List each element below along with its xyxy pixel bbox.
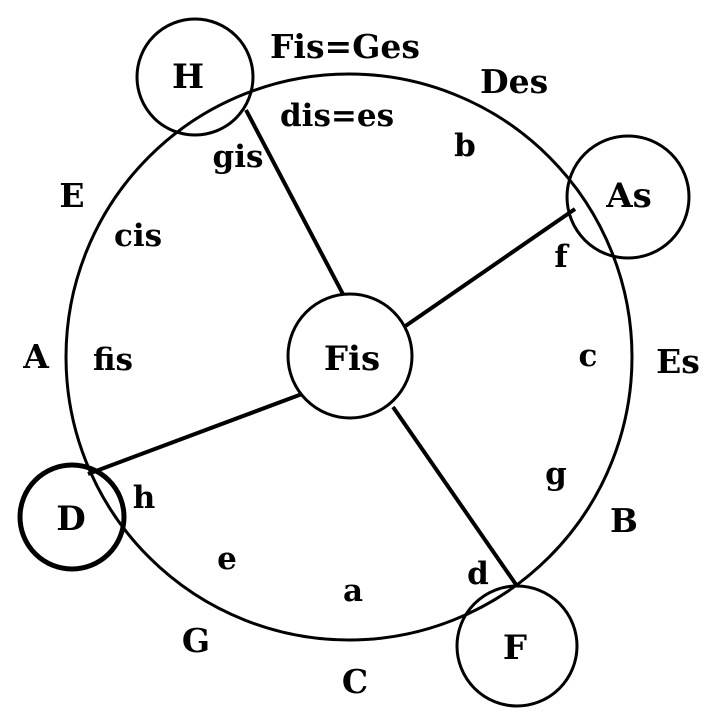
inner-label-h: h xyxy=(133,480,156,516)
vertex-label-d: D xyxy=(56,499,85,539)
spoke-to-d xyxy=(87,392,303,476)
vertex-circle-d xyxy=(17,462,127,572)
inner-label-g: g xyxy=(545,456,567,492)
outer-label-g: G xyxy=(182,621,210,660)
vertex-circle-f xyxy=(455,584,579,708)
inner-label-e: e xyxy=(217,541,237,577)
inner-label-c: c xyxy=(579,338,598,374)
inner-label-dis-es: dis=es xyxy=(280,98,394,134)
main-circle xyxy=(64,72,634,642)
vertex-circle-h xyxy=(135,17,255,137)
outer-label-b: B xyxy=(610,501,638,540)
outer-label-des: Des xyxy=(480,62,548,101)
spoke-to-as xyxy=(402,207,577,329)
inner-label-gis: gis xyxy=(213,139,264,175)
spoke-to-h xyxy=(244,109,347,299)
inner-label-cis: cis xyxy=(114,218,162,254)
outer-label-fis-ges: Fis=Ges xyxy=(270,27,420,66)
inner-label-f: f xyxy=(554,239,569,275)
outer-label-e: E xyxy=(59,176,84,215)
spoke-to-f xyxy=(391,405,519,588)
outer-label-a: A xyxy=(22,337,49,376)
inner-label-b: b xyxy=(454,128,476,164)
outer-label-es: Es xyxy=(656,342,700,381)
center-label: Fis xyxy=(324,339,380,379)
vertex-label-as: As xyxy=(605,176,652,216)
vertex-label-h: H xyxy=(172,57,204,97)
vertex-circle-as xyxy=(565,134,691,260)
inner-label-a: a xyxy=(343,573,363,609)
vertex-label-f: F xyxy=(503,628,527,668)
inner-label-fis: fis xyxy=(93,342,133,378)
center-circle xyxy=(286,292,414,420)
outer-label-c: C xyxy=(342,662,368,701)
inner-label-d: d xyxy=(467,556,489,592)
